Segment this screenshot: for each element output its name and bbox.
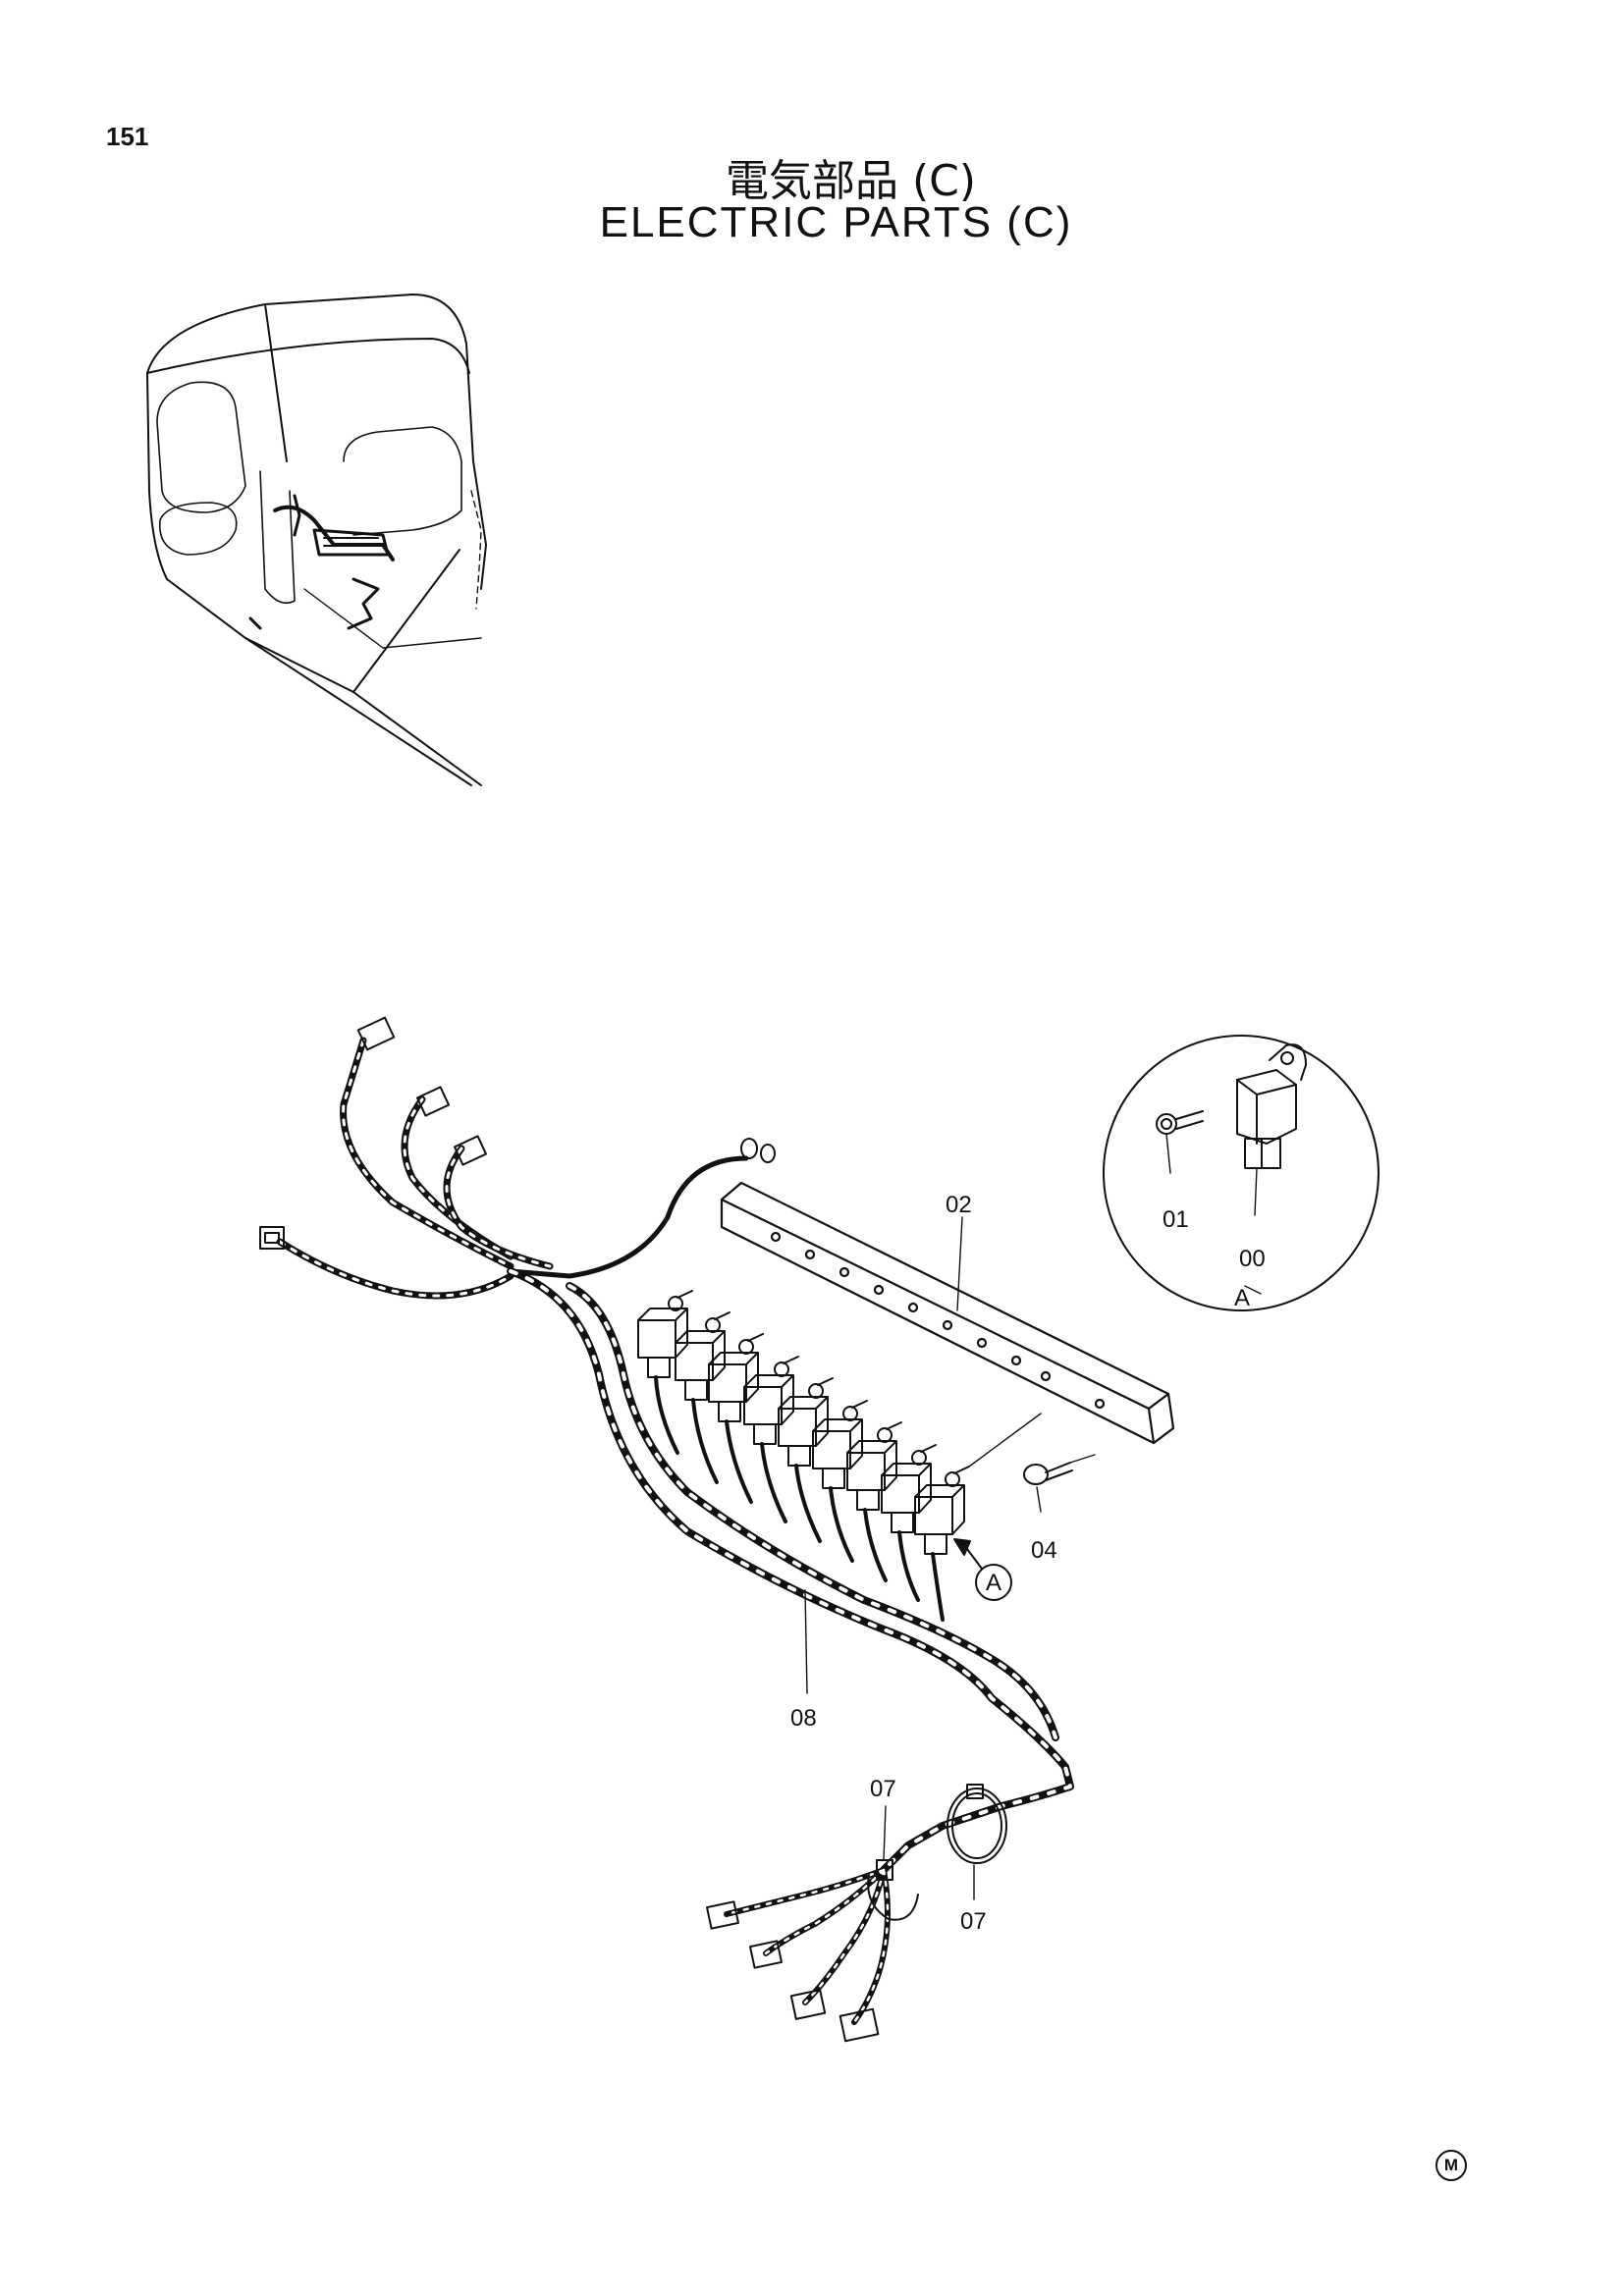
leader-lines [804,1216,975,1900]
page-title-japanese: 電気部品 (C) [725,156,977,206]
detail-marker-letter: A [986,1570,1001,1596]
detail-view-a [1103,1035,1380,1311]
relay-3 [708,1333,764,1504]
page-title-english: ELECTRIC PARTS (C) [599,198,1073,246]
callout-08: 08 [790,1705,817,1732]
callout-00: 00 [1239,1246,1266,1272]
relay-5 [778,1377,834,1543]
callout-01: 01 [1163,1206,1189,1233]
callout-04: 04 [1031,1537,1057,1564]
bolt-04 [1023,1454,1096,1513]
relay-4 [743,1356,799,1523]
harness-connectors-bottom [706,1900,880,2043]
footer-mark: M [1435,2150,1467,2181]
callout-07-lower: 07 [960,1908,987,1935]
relay-2 [675,1311,730,1484]
detail-view-label: A [1234,1285,1250,1311]
callout-07-upper: 07 [870,1776,896,1802]
relay-9 [914,1466,970,1622]
relay-7 [846,1421,902,1582]
relay-1 [637,1290,693,1455]
callout-02: 02 [946,1192,972,1218]
detail-a-marker [953,1538,1012,1601]
relay-row [637,1290,1042,1622]
relay-8 [881,1444,937,1602]
wire-harness-08 [276,1037,1074,2025]
cab-overview [146,294,487,786]
cable-ties-07 [867,1784,1007,1921]
page-number: 151 [106,122,149,151]
relay-6 [812,1400,868,1563]
harness-connectors-top [259,1016,776,1250]
relay-bracket-02 [720,1181,1175,1445]
